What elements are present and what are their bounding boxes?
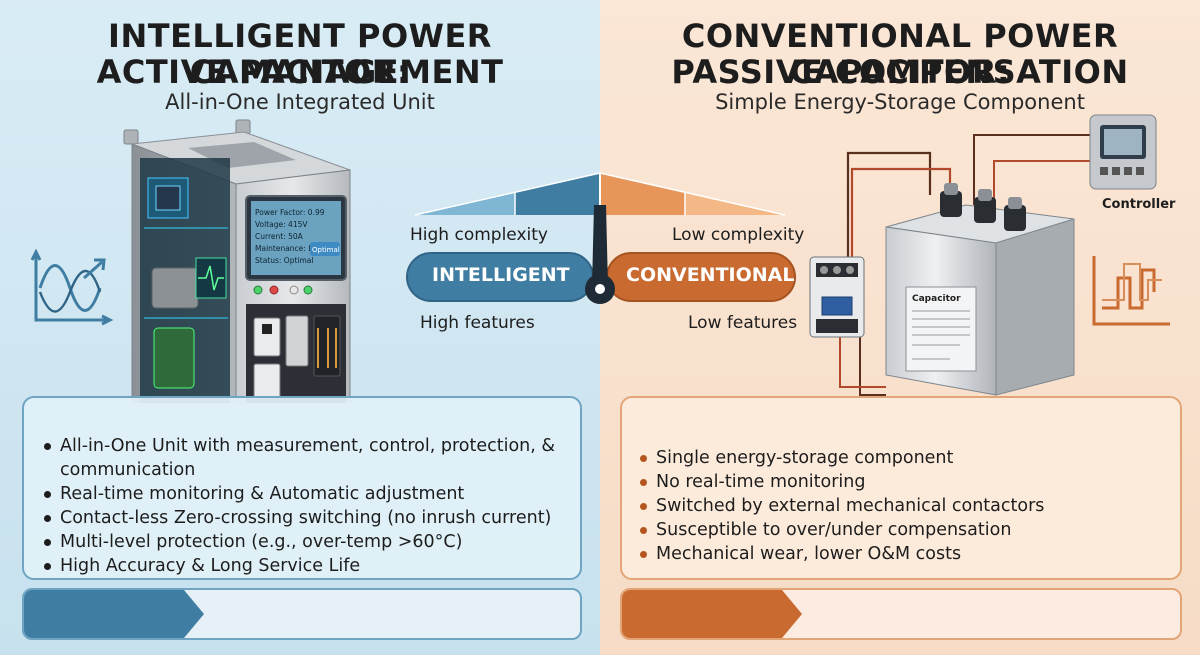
low-features-label: Low features	[688, 313, 798, 333]
conventional-pill: CONVENTIONAL	[626, 264, 795, 286]
intelligent-feature-4: Multi-level protection (e.g., over-temp …	[42, 530, 577, 554]
conventional-feature-3: Switched by external mechanical contacto…	[638, 494, 1168, 518]
controller-label: Controller	[1102, 197, 1176, 212]
conventional-bottom-bar	[620, 588, 1182, 640]
conventional-feature-4: Susceptible to over/under compensation	[638, 518, 1168, 542]
intelligent-feature-5: High Accuracy & Long Service Life	[42, 554, 577, 578]
capacitor-nameplate-label: Capacitor	[912, 294, 961, 304]
screen-badge: Optimal	[312, 246, 340, 254]
conventional-title-line1: CONVENTIONAL POWER CAPACITOR:	[681, 17, 1119, 91]
intelligent-title-line2: ACTIVE MANAGEMENT	[96, 53, 504, 91]
conventional-feature-2: No real-time monitoring	[638, 470, 1168, 494]
intelligent-feature-list: All-in-One Unit with measurement, contro…	[42, 434, 577, 578]
intelligent-feature-1: All-in-One Unit with measurement, contro…	[42, 434, 577, 482]
screen-power-factor: Power Factor: 0.99	[255, 208, 325, 217]
step-chart-icon	[1092, 256, 1170, 326]
conventional-feature-list: Single energy-storage component No real-…	[638, 446, 1168, 566]
intelligent-capacitor-cabinet: Power Factor: 0.99 Voltage: 415V Current…	[123, 119, 351, 403]
intelligent-bottom-bar	[22, 588, 582, 640]
screen-current: Current: 50A	[255, 232, 304, 241]
high-complexity-label: High complexity	[410, 225, 548, 245]
conventional-arrow-banner	[622, 590, 802, 638]
intelligent-feature-2: Real-time monitoring & Automatic adjustm…	[42, 482, 577, 506]
screen-voltage: Voltage: 415V	[255, 220, 308, 229]
intelligent-arrow-banner	[24, 590, 204, 638]
complexity-gauge	[406, 172, 796, 304]
conventional-title-line2: PASSIVE COMPENSATION	[671, 53, 1129, 91]
conventional-feature-5: Mechanical wear, lower O&M costs	[638, 542, 1168, 566]
intelligent-features-box: All-in-One Unit with measurement, contro…	[22, 396, 582, 580]
conventional-features-box: Single energy-storage component No real-…	[620, 396, 1182, 580]
intelligent-panel: INTELLIGENT POWER CAPACITOR: ACTIVE MANA…	[0, 0, 600, 655]
intelligent-feature-3: Contact-less Zero-crossing switching (no…	[42, 506, 577, 530]
low-complexity-label: Low complexity	[672, 225, 805, 245]
waveform-chart-icon	[30, 248, 114, 326]
intelligent-pill: INTELLIGENT	[432, 264, 570, 286]
intelligent-title-line1: INTELLIGENT POWER CAPACITOR:	[108, 17, 492, 91]
conventional-subtitle: Simple Energy-Storage Component	[715, 90, 1085, 114]
conventional-feature-1: Single energy-storage component	[638, 446, 1168, 470]
intelligent-subtitle: All-in-One Integrated Unit	[165, 90, 435, 114]
high-features-label: High features	[420, 313, 535, 333]
screen-maintenance: Maintenance: Low	[255, 244, 323, 253]
screen-status: Status: Optimal	[255, 256, 313, 265]
conventional-capacitor-illustration: Capacitor	[809, 114, 1157, 396]
